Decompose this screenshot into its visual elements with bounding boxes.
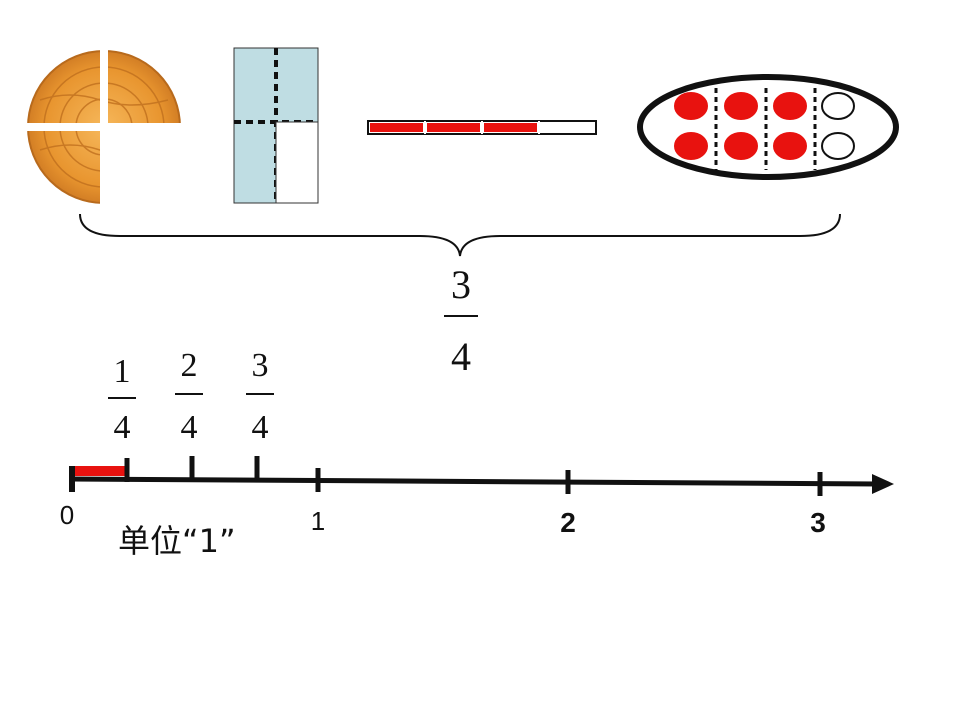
fraction-numerator: 2 xyxy=(181,347,198,384)
dot-filled xyxy=(674,132,708,160)
fraction-denominator: 4 xyxy=(114,409,131,446)
fraction-denominator: 4 xyxy=(252,409,269,446)
bar-segment-empty xyxy=(540,122,595,133)
arrow-head-icon xyxy=(872,474,894,494)
dot-empty xyxy=(821,132,855,160)
unit-segment xyxy=(72,466,126,476)
dot-empty xyxy=(821,92,855,120)
brace xyxy=(79,213,841,257)
brace-fraction: 3 4 xyxy=(444,262,478,379)
fraction-denominator: 4 xyxy=(181,409,198,446)
fraction-label-2: 2 4 xyxy=(175,347,203,446)
brace-fraction-denominator: 4 xyxy=(451,334,471,379)
bar-segment-filled xyxy=(427,123,480,132)
label-1: 1 xyxy=(311,506,325,536)
fraction-label-3: 3 4 xyxy=(246,347,274,446)
dots-model xyxy=(637,74,899,180)
rectangle-model xyxy=(233,47,319,204)
fraction-label-1: 1 4 xyxy=(108,353,136,446)
label-3: 3 xyxy=(810,507,826,538)
fraction-numerator: 3 xyxy=(252,347,269,384)
fraction-numerator: 1 xyxy=(114,353,131,390)
dot-filled xyxy=(773,132,807,160)
brace-fraction-numerator: 3 xyxy=(451,262,471,307)
label-0: 0 xyxy=(60,500,74,530)
dot-filled xyxy=(674,92,708,120)
bar-segment-filled xyxy=(484,123,537,132)
number-line: 0 1 2 3 单位“1” xyxy=(60,456,894,560)
bar-model xyxy=(367,120,597,135)
dot-filled xyxy=(724,92,758,120)
bar-segment-filled xyxy=(370,123,423,132)
label-2: 2 xyxy=(560,507,576,538)
mooncake-missing-quarter xyxy=(104,127,184,207)
rectangle-unshaded-part xyxy=(275,121,319,204)
dot-filled xyxy=(773,92,807,120)
dot-filled xyxy=(724,132,758,160)
mooncake-model xyxy=(26,48,184,208)
unit-label: 单位“1” xyxy=(118,522,236,560)
